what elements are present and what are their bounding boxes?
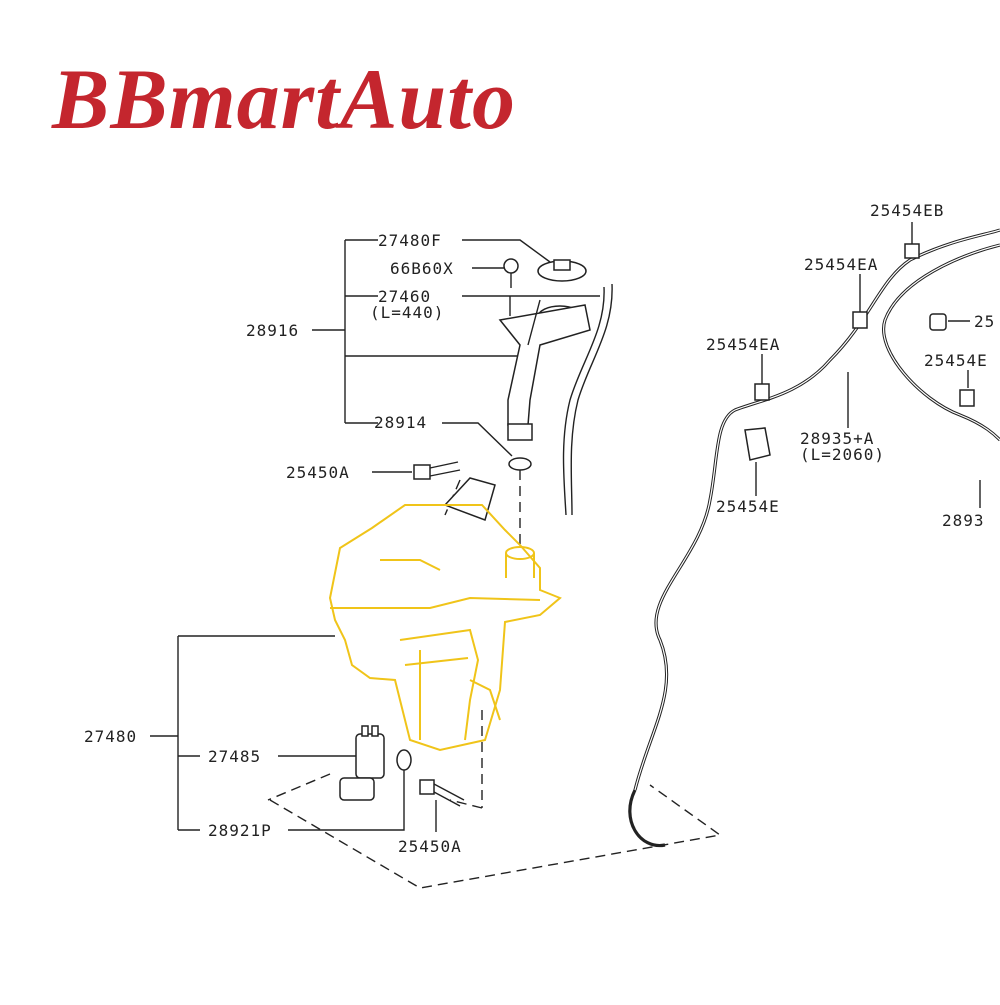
label-27485: 27485 — [208, 747, 261, 766]
brand-logo: BBmartAuto — [52, 51, 517, 147]
washer-hose — [628, 228, 1000, 848]
label-25454E-cut: 25454E — [924, 351, 988, 370]
pump-assembly — [339, 725, 465, 807]
washer-tank — [328, 504, 562, 752]
label-25-cut: 25 — [974, 312, 995, 331]
label-25454EA-mid: 25454EA — [804, 255, 878, 274]
assembly-dashes — [267, 470, 722, 889]
label-25454E: 25454E — [716, 497, 780, 516]
leader-lines — [150, 222, 981, 832]
label-28914: 28914 — [374, 413, 427, 432]
label-28916: 28916 — [246, 321, 299, 340]
label-2893-cut: 2893 — [942, 511, 985, 530]
label-28935A: 28935+A — [800, 429, 874, 448]
label-25450A-bottom: 25450A — [398, 837, 462, 856]
label-28935A-length: (L=2060) — [800, 445, 885, 464]
label-25454EA-left: 25454EA — [706, 335, 780, 354]
label-66B60X: 66B60X — [390, 259, 454, 278]
label-27460-length: (L=440) — [370, 303, 444, 322]
callout-labels: 27480F 66B60X 27460 (L=440) 28916 28914 … — [84, 201, 995, 856]
label-27480F: 27480F — [378, 231, 442, 250]
label-25450A-top: 25450A — [286, 463, 350, 482]
label-27480: 27480 — [84, 727, 137, 746]
label-25454EB: 25454EB — [870, 201, 944, 220]
label-27460: 27460 — [378, 287, 431, 306]
label-28921P: 28921P — [208, 821, 272, 840]
filler-neck-assembly — [413, 258, 613, 521]
